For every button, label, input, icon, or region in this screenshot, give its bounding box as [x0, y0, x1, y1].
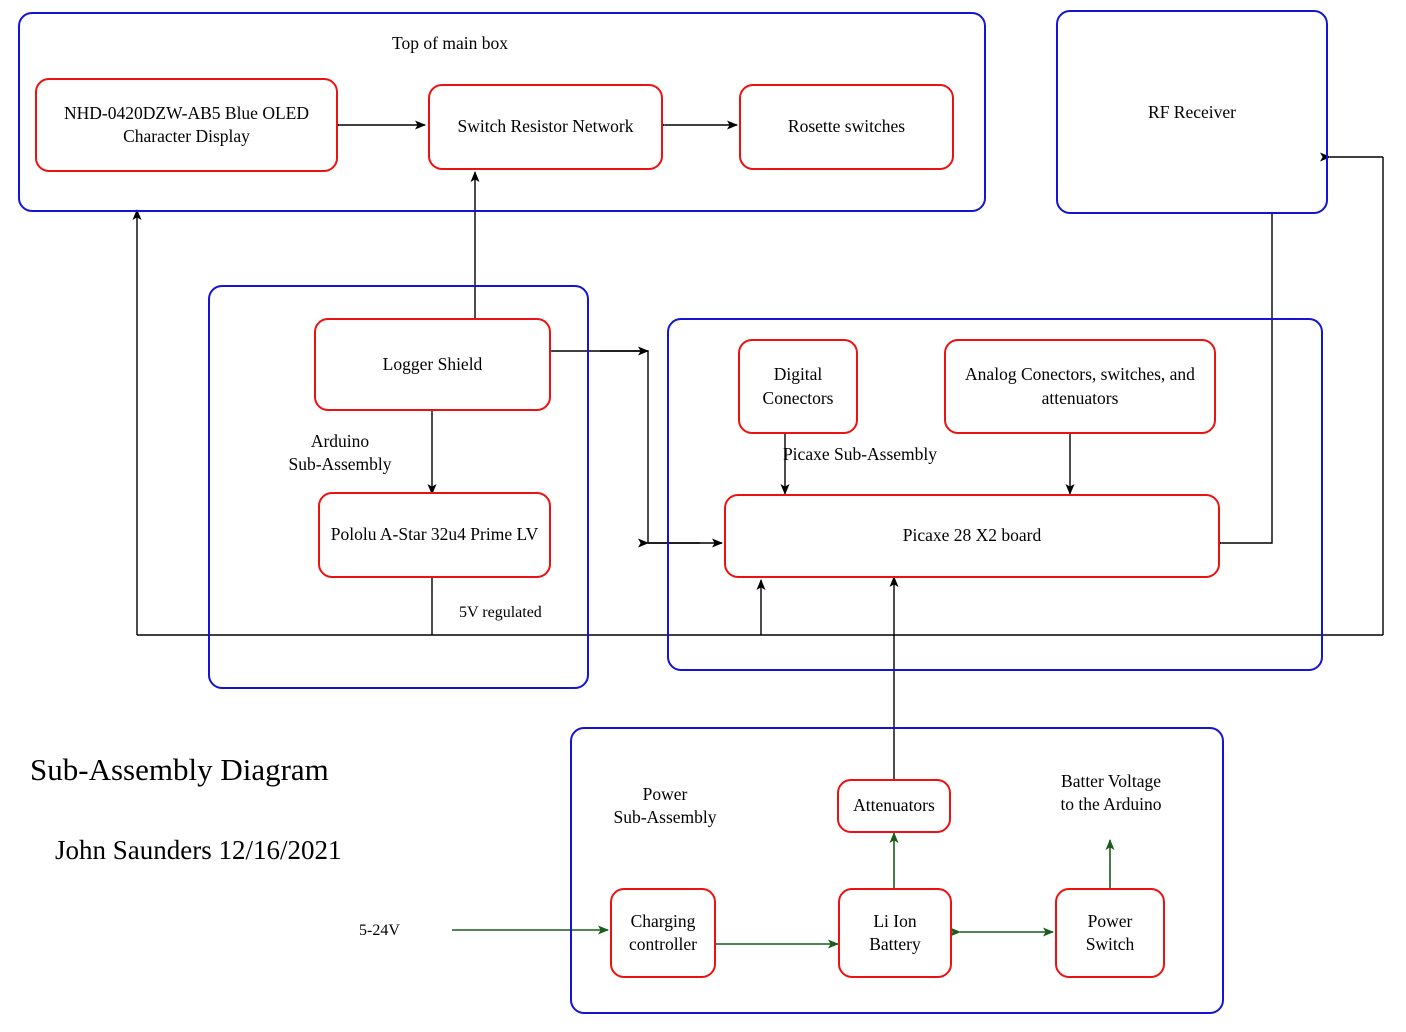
group-arduino-sub-assembly — [208, 285, 589, 689]
label-input-voltage: 5-24V — [359, 922, 400, 939]
label-battery-voltage-to-arduino: Batter Voltage to the Arduino — [1060, 771, 1162, 814]
group-power-sub-assembly — [570, 727, 1224, 1014]
node-pololu-a-star[interactable]: Pololu A-Star 32u4 Prime LV — [318, 492, 551, 578]
page-author-date: John Saunders 12/16/2021 — [55, 835, 342, 865]
page-title: Sub-Assembly Diagram — [30, 752, 329, 787]
group-picaxe-sub-assembly-label: Picaxe Sub-Assembly — [782, 444, 938, 464]
node-li-ion-battery[interactable]: Li Ion Battery — [838, 888, 952, 978]
node-attenuators[interactable]: Attenuators — [837, 779, 951, 833]
node-switch-resistor-network[interactable]: Switch Resistor Network — [428, 84, 663, 170]
node-digital-conectors[interactable]: Digital Conectors — [738, 339, 858, 434]
node-charging-controller[interactable]: Charging controller — [610, 888, 716, 978]
node-picaxe-28-x2-board[interactable]: Picaxe 28 X2 board — [724, 494, 1220, 578]
node-analog-conectors[interactable]: Analog Conectors, switches, and attenuat… — [944, 339, 1216, 434]
group-top-of-main-box-label: Top of main box — [392, 33, 508, 53]
group-rf-receiver-label: RF Receiver — [1148, 102, 1236, 122]
node-power-switch[interactable]: Power Switch — [1055, 888, 1165, 978]
group-picaxe-sub-assembly — [667, 318, 1323, 671]
group-rf-receiver[interactable] — [1056, 10, 1328, 214]
node-rosette-switches[interactable]: Rosette switches — [739, 84, 954, 170]
node-logger-shield[interactable]: Logger Shield — [314, 318, 551, 411]
node-oled-display[interactable]: NHD-0420DZW-AB5 Blue OLED Character Disp… — [35, 78, 338, 172]
group-arduino-sub-assembly-label: Arduino Sub-Assembly — [288, 431, 392, 474]
group-power-sub-assembly-label: Power Sub-Assembly — [613, 784, 717, 827]
label-5v-regulated: 5V regulated — [459, 604, 542, 621]
group-top-of-main-box — [18, 12, 986, 212]
